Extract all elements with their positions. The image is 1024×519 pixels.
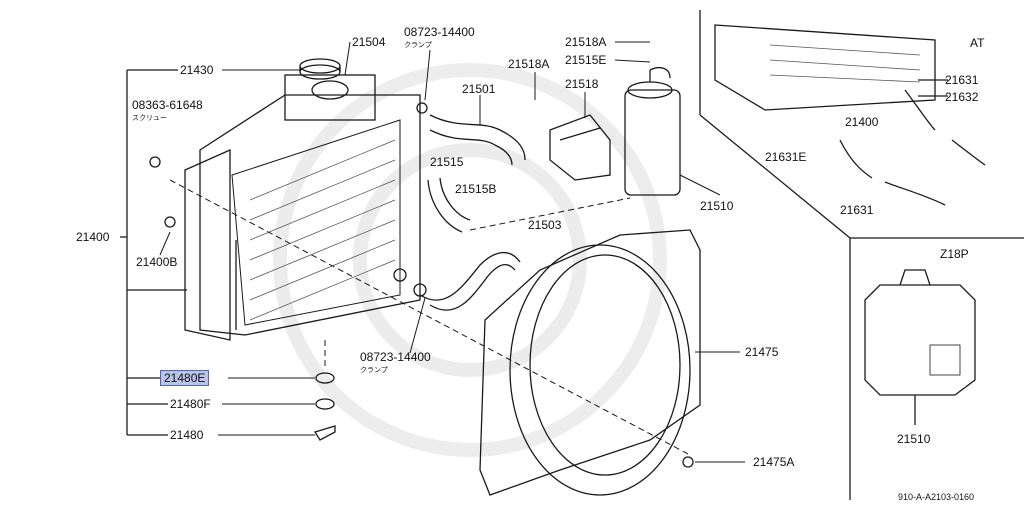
label-21510[interactable]: 21510 [700,199,734,213]
reservoir-tank [624,67,681,196]
label-variant-z18p: Z18P [940,247,969,261]
label-21480E-highlighted[interactable]: 21480E [160,370,210,386]
overflow-hose [427,177,471,233]
label-21504[interactable]: 21504 [352,35,386,49]
label-21515B[interactable]: 21515B [455,182,497,196]
label-21632[interactable]: 21632 [945,90,979,104]
reference-code: 910-A-A2103-0160 [898,492,975,502]
label-variant-at: AT [970,36,985,50]
label-21503[interactable]: 21503 [528,218,562,232]
label-21480F[interactable]: 21480F [170,397,211,411]
leader-lines [159,41,745,463]
label-21475[interactable]: 21475 [745,345,779,359]
label-21480[interactable]: 21480 [170,428,204,442]
radiator-core [184,74,421,341]
label-21510-box[interactable]: 21510 [897,432,931,446]
label-21430[interactable]: 21430 [180,63,214,77]
label-21631[interactable]: 21631 [945,73,979,87]
label-21400B[interactable]: 21400B [136,255,178,269]
reservoir-bracket [549,114,611,181]
label-08723-top[interactable]: 08723-14400 [404,25,475,39]
fan-shroud [479,229,701,496]
label-21400[interactable]: 21400 [76,230,110,244]
mount-parts [149,156,694,468]
label-08363[interactable]: 08363-61648 [132,98,203,112]
label-screw: スクリュー [132,114,167,122]
label-21475A[interactable]: 21475A [753,455,795,469]
label-08723-bot[interactable]: 08723-14400 [360,350,431,364]
label-21501[interactable]: 21501 [462,82,496,96]
upper-hose [416,102,526,166]
label-21515E[interactable]: 21515E [565,53,607,67]
label-21400-at[interactable]: 21400 [845,115,879,129]
label-clamp-top: クランプ [404,41,432,49]
watermark [273,63,667,457]
z18p-box [849,237,1024,500]
label-21515[interactable]: 21515 [430,155,464,169]
label-21631E[interactable]: 21631E [765,150,807,164]
callout-bracket [120,69,187,436]
label-clamp-bot: クランプ [360,366,388,374]
label-21631-b[interactable]: 21631 [840,203,874,217]
label-21518A[interactable]: 21518A [565,35,607,49]
alignment-lines [169,179,691,456]
at-region [699,10,986,239]
label-21518A-2[interactable]: 21518A [508,57,550,71]
lower-hose [393,251,521,311]
label-21518[interactable]: 21518 [565,77,599,91]
radiator-cap [299,58,341,80]
